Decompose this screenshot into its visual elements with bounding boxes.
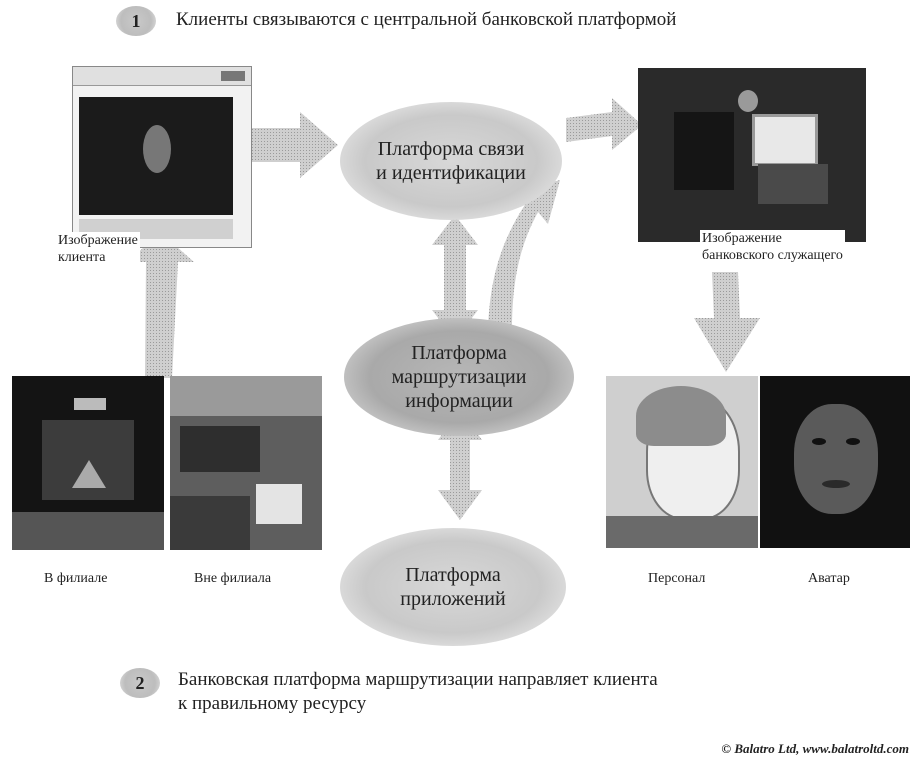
avatar-caption: Аватар bbox=[808, 571, 850, 586]
step-2-badge: 2 bbox=[120, 668, 160, 698]
arrow-routing-return bbox=[488, 180, 560, 330]
staff-photo bbox=[606, 376, 758, 548]
outside-branch-photo bbox=[170, 376, 322, 550]
staff-shoulders bbox=[606, 516, 758, 548]
employee-image-caption: Изображение банковского служащего bbox=[700, 230, 845, 264]
client-video-frame bbox=[79, 97, 233, 215]
kiosk-panel bbox=[180, 426, 260, 472]
avatar-photo bbox=[760, 376, 910, 548]
communication-platform-line1: Платформа связи bbox=[377, 138, 525, 160]
browser-toolbar bbox=[73, 67, 251, 86]
arrow-communication-routing bbox=[432, 215, 478, 340]
ceiling-area bbox=[170, 376, 322, 416]
avatar-left-eye-icon bbox=[812, 438, 826, 445]
step-1-badge: 1 bbox=[116, 6, 156, 36]
avatar-right-eye-icon bbox=[846, 438, 860, 445]
arrow-branch-to-client bbox=[128, 232, 194, 378]
in-branch-caption: В филиале bbox=[44, 571, 108, 586]
avatar-mouth-icon bbox=[822, 480, 850, 488]
branch-floor bbox=[12, 512, 164, 550]
routing-platform-line3: информации bbox=[405, 390, 513, 412]
monitor-icon bbox=[752, 114, 818, 166]
client-image-caption: Изображение клиента bbox=[56, 232, 140, 266]
routing-platform-line1: Платформа bbox=[411, 342, 507, 364]
step-2-line1: Банковская платформа маршрутизации напра… bbox=[178, 669, 658, 690]
step-2-number: 2 bbox=[135, 672, 145, 693]
arrow-client-to-platform bbox=[248, 112, 338, 178]
teller-counter bbox=[42, 420, 134, 500]
applications-platform-line2: приложений bbox=[400, 588, 506, 610]
avatar-face-icon bbox=[794, 404, 878, 514]
desk-area bbox=[758, 164, 828, 204]
step-1-number: 1 bbox=[131, 10, 141, 31]
applications-platform: Платформа приложений bbox=[340, 528, 566, 646]
applications-platform-line1: Платформа bbox=[405, 564, 501, 586]
lamp-icon bbox=[738, 90, 758, 112]
branch-sign bbox=[74, 398, 106, 410]
window-controls-icon bbox=[221, 71, 245, 81]
arrow-routing-applications bbox=[438, 410, 482, 520]
client-caption-line2: клиента bbox=[58, 250, 106, 265]
client-caption-line1: Изображение bbox=[58, 233, 138, 248]
kiosk-base bbox=[170, 496, 250, 550]
in-branch-photo bbox=[12, 376, 164, 550]
routing-platform-line2: маршрутизации bbox=[391, 366, 527, 388]
employee-image bbox=[638, 68, 866, 242]
arrow-employee-to-staff bbox=[694, 272, 760, 372]
copyright-notice: © Balatro Ltd, www.balatroltd.com bbox=[721, 741, 909, 756]
employee-caption-line1: Изображение bbox=[702, 231, 782, 246]
client-face-icon bbox=[143, 125, 171, 173]
staff-caption: Персонал bbox=[648, 571, 706, 586]
kiosk-screen bbox=[256, 484, 302, 524]
step-1-text: Клиенты связываются с центральной банков… bbox=[176, 9, 677, 30]
employee-caption-line2: банковского служащего bbox=[702, 248, 843, 263]
client-image bbox=[72, 66, 252, 248]
step-2-text: Банковская платформа маршрутизации напра… bbox=[178, 668, 658, 716]
communication-platform-line2: и идентификации bbox=[376, 162, 526, 184]
step-2-line2: к правильному ресурсу bbox=[178, 693, 367, 714]
communication-platform: Платформа связи и идентификации bbox=[340, 102, 562, 220]
outside-branch-caption: Вне филиала bbox=[194, 571, 272, 586]
arrow-platform-to-employee bbox=[566, 98, 642, 150]
office-shelf bbox=[674, 112, 734, 190]
staff-hair bbox=[636, 386, 726, 446]
routing-platform: Платформа маршрутизации информации bbox=[344, 318, 574, 436]
